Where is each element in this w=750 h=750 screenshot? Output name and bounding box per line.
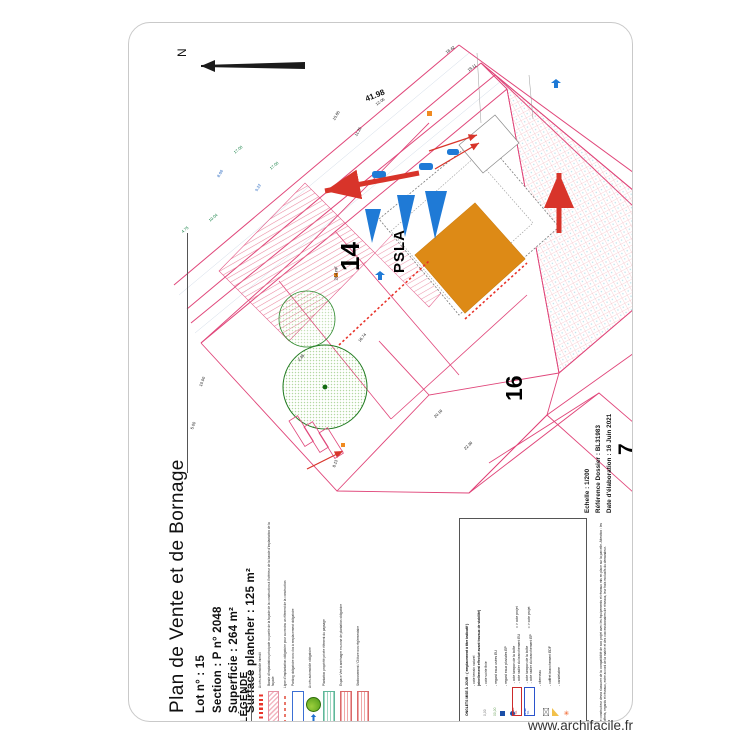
annotation-item: B+EP T.R. - cote tampon de la boîte - co…: [523, 525, 535, 716]
blue-circle-icon: [502, 690, 515, 716]
annotation-sublabel: (nivellement effectué avant travaux de v…: [476, 609, 481, 686]
annotation-label: - regard eaux pluviales EP: [503, 646, 508, 686]
annotation-brace: = > cote projet: [514, 606, 519, 629]
red-hatch-icon: [340, 691, 353, 721]
reference-label: Référence Dossier : BL31983: [595, 425, 602, 513]
annotation-sublabel: - cote radier du branchement EU: [516, 634, 521, 684]
star-icon: ✳: [563, 710, 571, 716]
annotation-label: - cote voirie finie: [484, 661, 489, 686]
annotation-item: - citerneau: [536, 525, 550, 716]
annotation-item: - coffret branchement EDF: [546, 525, 559, 716]
eu-tag-icon: B+EU T.R.: [511, 687, 523, 716]
lot-label-psla: PSLA: [391, 228, 408, 273]
legend-item: Bande d'implantation principale ou parti…: [267, 513, 279, 721]
page-title: Plan de Vente et de Bornage: [167, 459, 188, 713]
info-section: Section : P n° 2048: [211, 606, 224, 713]
legend-item-label: Bande d'implantation principale ou parti…: [267, 522, 276, 686]
blue-square-icon: [492, 690, 506, 716]
legend-item: Accès automobile obligatoire: [306, 513, 322, 721]
watermark-url: www.archifacile.fr: [528, 718, 634, 733]
document-meta: Echelle : 1/200 Référence Dossier : BL31…: [584, 343, 624, 513]
annotation-label: - citerneau: [538, 669, 543, 686]
plan-vector-graphics: [173, 44, 632, 494]
ep-tag-icon: B+EP T.R.: [523, 687, 535, 716]
legend-item-label: Stationnement / Clôture non réglementair…: [356, 625, 361, 686]
annotation-heading: ONGLETS MISE À JOUR : ( emplacement à ti…: [465, 623, 469, 716]
red-hatch-icon-2: [357, 691, 370, 721]
title-divider: [187, 233, 188, 473]
parking-box-icon: [292, 691, 305, 721]
annotation-item: - regard eaux pluviales EP: [502, 525, 515, 716]
edf-box-icon: [546, 690, 559, 716]
annotation-label: - coffret branchement EDF: [547, 646, 552, 686]
pink-hatch-icon: [268, 691, 279, 721]
north-arrow-glyph: [201, 60, 305, 72]
level-text-icon-2: 00,00: [492, 707, 497, 717]
annotation-legend-panel: ONGLETS MISE À JOUR : ( emplacement à ti…: [459, 518, 587, 721]
tree-circle-icon: [306, 693, 322, 721]
annotation-item: 0,00 - cote terrain naturel (nivellement…: [472, 525, 487, 716]
meter-icon: [536, 690, 550, 716]
legend-item: Ligne d'implantation obligatoire pour au…: [283, 513, 287, 721]
legend-item: Plantation propriété privée élément du p…: [322, 513, 336, 721]
legend-item: Parking obligatoire non clos à emplaceme…: [291, 513, 305, 721]
green-hatch-icon: [323, 691, 336, 721]
legend-panel: LÉGENDE Accès automobile interdit Bande …: [234, 513, 409, 722]
legal-disclaimer: Le constructeur devra s'assurer de la co…: [599, 523, 631, 722]
legend-item: Accès automobile interdit: [258, 513, 263, 721]
annotation-item: 00,00 - cote voirie finie: [483, 525, 497, 717]
legend-item-label: Plantation propriété privée élément du p…: [322, 619, 327, 686]
north-arrow: N: [175, 48, 325, 81]
legend-item-label: Espace Vert à aménager en zone de planta…: [339, 603, 344, 686]
annotation-brace: = > cote projet: [527, 606, 532, 629]
legend-item-label: Accès automobile interdit: [258, 652, 262, 688]
parcel-area-label: 264 m²: [333, 266, 339, 281]
legend-item: Stationnement / Clôture non réglementair…: [356, 513, 370, 721]
date-label: Date d'élaboration : 16 Juin 2021: [606, 413, 613, 513]
dashed-red-line-icon: [284, 693, 286, 721]
legend-item-label: Parking obligatoire non clos à emplaceme…: [291, 608, 296, 686]
legal-text: Le constructeur devra s'assurer de la co…: [599, 523, 608, 722]
annotation-label: - candelabre: [557, 667, 562, 686]
annotation-sublabel: - cote radier du branchement EP: [529, 634, 534, 684]
annotation-item: - regard eaux usées EU: [492, 525, 506, 716]
lot-label-16: 16: [501, 375, 527, 401]
site-plan-drawing: 14 PSLA 16 7 41.98 17.00 17.00 10.04 4.7…: [129, 23, 632, 721]
annotation-label: - regard eaux usées EU: [494, 650, 499, 686]
dotted-red-line-icon: [259, 693, 263, 721]
lot-label-14: 14: [335, 242, 365, 271]
annotation-item: ✳ - candelabre: [556, 525, 571, 716]
level-text-icon: 0,00: [482, 709, 487, 716]
legend-item-label: Ligne d'implantation obligatoire pour au…: [283, 580, 287, 688]
legend-item: Espace Vert à aménager en zone de planta…: [339, 513, 353, 721]
legend-heading: LÉGENDE: [239, 671, 252, 722]
plan-sheet: 14 PSLA 16 7 41.98 17.00 17.00 10.04 4.7…: [128, 22, 633, 722]
legend-item-label: Accès automobile obligatoire: [308, 647, 313, 688]
info-lot: Lot n° : 15: [195, 655, 207, 713]
annotation-item: B+EU T.R. - cote tampon de la boîte - co…: [511, 525, 523, 716]
scale-label: Echelle : 1/200: [584, 468, 591, 513]
